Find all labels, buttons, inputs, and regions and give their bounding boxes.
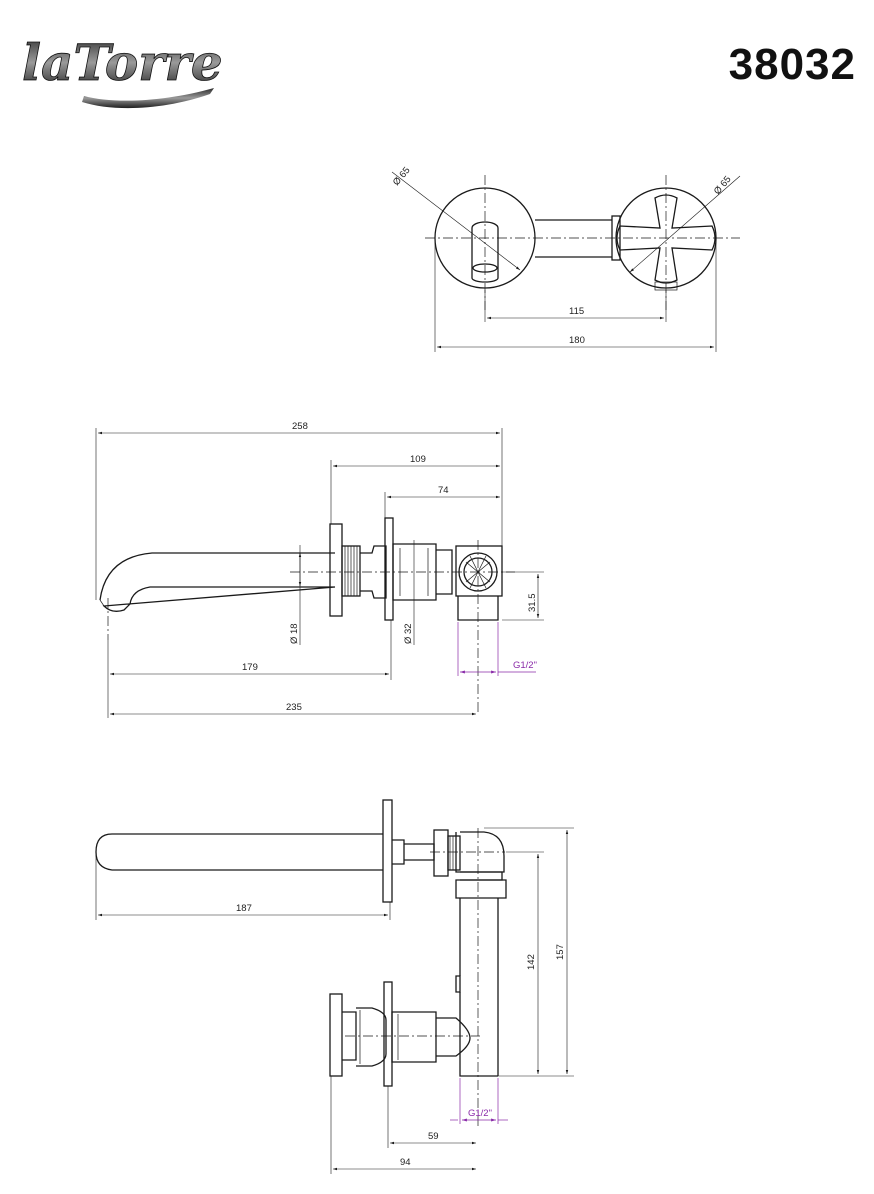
model-code: 38032 [728, 40, 856, 89]
dim-d65-left: Ø 65 [391, 165, 413, 188]
top-view: Ø 65 Ø 65 115 180 [391, 165, 741, 352]
plan-view: 187 142 157 G1/2" 59 94 [95, 799, 574, 1174]
dim-157: 157 [555, 944, 566, 960]
dim-258: 258 [292, 421, 308, 432]
svg-text:laTorre: laTorre [22, 33, 223, 92]
dim-179: 179 [242, 662, 258, 673]
dim-59: 59 [428, 1131, 439, 1142]
dim-142: 142 [526, 954, 537, 970]
dim-94: 94 [400, 1157, 411, 1168]
dim-d32: Ø 32 [403, 623, 414, 644]
dim-235: 235 [286, 702, 302, 713]
latorre-logo: laTorre [22, 33, 223, 109]
dim-109: 109 [410, 454, 426, 465]
dim-d18: Ø 18 [289, 623, 300, 644]
dim-180: 180 [569, 335, 585, 346]
dim-115: 115 [569, 306, 584, 317]
dim-d65-right: Ø 65 [712, 174, 734, 197]
dim-g12-plan: G1/2" [468, 1108, 492, 1119]
dim-31-5: 31.5 [527, 594, 538, 613]
dim-74: 74 [438, 485, 449, 496]
dim-g12-side: G1/2" [513, 660, 537, 671]
side-view: 258 109 74 31.5 Ø 18 Ø 32 G1/2" 179 23 [95, 421, 544, 718]
dim-187: 187 [236, 903, 252, 914]
